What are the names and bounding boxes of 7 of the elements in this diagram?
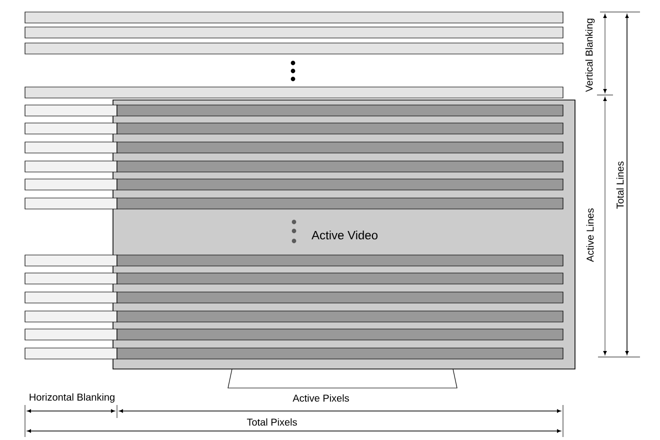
dimension-label: Total Lines: [616, 161, 624, 209]
dimension-label: Total Pixels: [246, 418, 297, 426]
dimension-label: Active Pixels: [292, 394, 349, 402]
dimension-label: Horizontal Blanking: [30, 393, 114, 403]
dimension-label: Vertical Blanking: [585, 18, 595, 92]
node-label: Active Video: [312, 230, 378, 240]
dimension-label: Active Lines: [586, 208, 594, 262]
